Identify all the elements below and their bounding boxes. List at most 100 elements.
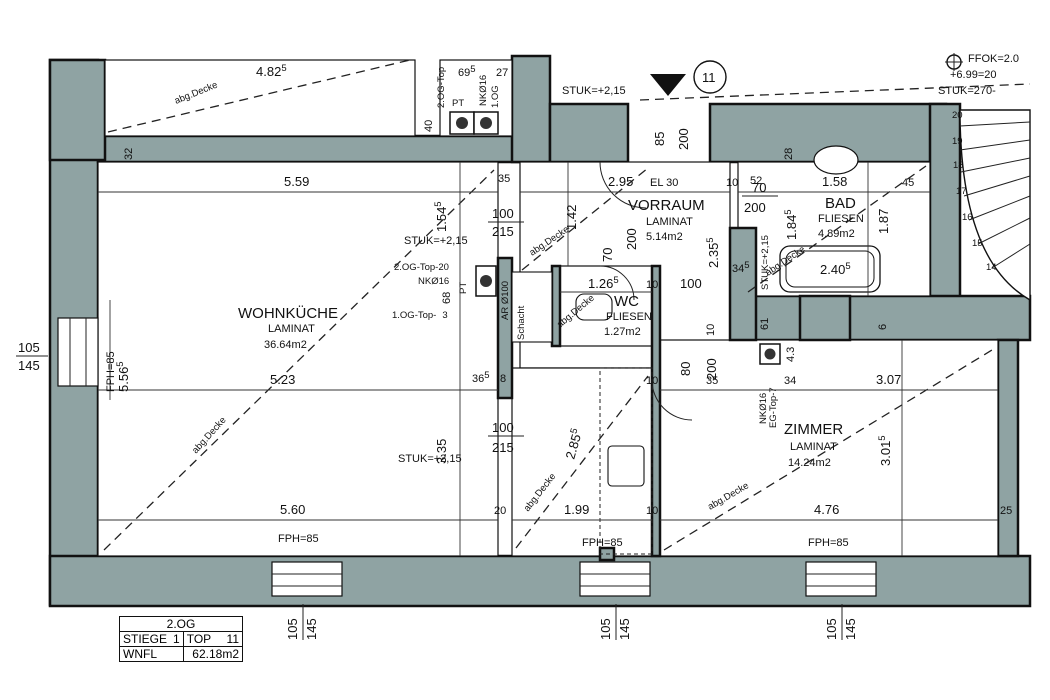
dim-door-200c: 200 [704,358,719,380]
dim-n36: 365 [472,370,490,385]
label-fph-kitchen: FPH=85 [278,533,319,545]
dim-335: 3.35 [434,439,449,464]
dim-126: 1.265 [588,275,619,291]
dim-n10a: 10 [646,279,658,291]
wall-top-mid [548,102,630,164]
wall-wc-left [550,264,562,348]
dim-158: 1.58 [822,174,847,189]
dim-n68: 68 [441,292,453,304]
kitchen-sink [607,445,645,487]
room-labels: WOHNKÜCHE LAMINAT 36.64m2 VORRAUM LAMINA… [238,195,864,469]
dim-307: 3.07 [876,372,901,387]
label-stuk-bad: STUK=+2,15 [760,235,771,290]
room-name-wohnkueche: WOHNKÜCHE [238,304,338,322]
windows [57,317,877,597]
dim-476: 4.76 [814,502,839,517]
room-floor-zimmer: LAMINAT [790,441,837,453]
fixtures [449,53,963,555]
dim-142: 1.42 [564,205,579,230]
dim-559: 5.59 [284,174,309,189]
dim-199: 1.99 [564,502,589,517]
room-name-vorraum: VORRAUM [628,197,705,214]
top-marker-circle [693,60,727,94]
label-ar: AR Ø100 [500,281,511,320]
room-area-vorraum: 5.14m2 [646,231,683,243]
dim-235: 2.355 [705,237,721,268]
stair-number: 14 [986,262,997,273]
win-b2-145: 145 [617,618,632,640]
dim-n10b: 10 [646,375,658,387]
dim-door-100b: 100 [492,420,514,435]
dim-295: 2.95 [608,174,633,189]
label-og-top-b: 1.OG [490,85,501,108]
dim-560: 5.60 [280,502,305,517]
dim-door-200e: 200 [744,200,766,215]
room-area-bad: 4.89m2 [818,228,855,240]
dim-240: 2.405 [820,261,851,277]
room-name-bad: BAD [825,195,856,212]
room-area-wc: 1.27m2 [604,326,641,338]
label-stuk-top: STUK=+2,15 [562,85,626,97]
window-left [57,317,99,387]
dim-556: 5.565 [115,361,131,392]
wall-top-upper [96,134,552,164]
door-swing-wc [599,265,635,301]
dim-door-100a: 100 [492,206,514,221]
window-bottom-2 [579,561,651,597]
label-ffok: FFOK=2.0 [968,53,1019,65]
stair-number: 16 [962,212,973,223]
label-nk16-2: NKØ16 [418,276,449,287]
win-b3-145: 145 [843,618,858,640]
washbasin-bad [813,145,859,175]
dim-184: 1.845 [783,209,799,240]
label-og-top3: 1.OG-Top-3 [392,310,448,321]
stair-number: 17 [956,186,967,197]
stair-number: 15 [972,238,983,249]
label-stuk-mid: STUK=+2,15 [398,453,462,465]
window-bottom-3 [805,561,877,597]
win-b3-105: 105 [824,618,839,640]
stair-number: 20 [952,110,963,121]
room-name-wc: WC [614,293,639,310]
label-stuk-right: STUK=270- [938,85,996,97]
win-b1-145: 145 [304,618,319,640]
label-stuk-left: STUK=+2,15 [404,235,468,247]
dim-door-200d: 200 [676,128,691,150]
dim-n10e: 10 [705,324,717,336]
dim-n52: 52 [750,175,762,187]
staircase [959,109,1031,302]
room-wohnkueche [97,161,499,557]
dimension-lines [98,162,998,556]
dim-n10d: 10 [726,177,738,189]
dim-n34a: 34 [784,375,796,387]
inner-walls [496,226,852,562]
room-area-zimmer: 14.24m2 [788,457,831,469]
dim-n35a: 35 [498,173,510,185]
label-og-top-a: 2.OG-Top [436,67,447,108]
dim-door-85: 85 [652,132,667,146]
dim-301: 3.015 [877,435,893,466]
room-area-wohnkueche: 36.64m2 [264,339,307,351]
dim-door-200a: 200 [624,228,639,250]
dim-top-482: 4.825 [256,63,287,79]
dim-n40: 40 [423,120,435,132]
dim-n34b: 345 [732,260,750,275]
dimension-labels: 4.825 5.59 5.23 5.60 2.95 1.58 45 3.07 4… [16,63,1012,640]
wall-vorraum-zimmer [728,226,758,342]
room-name-zimmer: ZIMMER [784,421,843,438]
dim-n20: 20 [494,505,506,517]
dim-523: 5.23 [270,372,295,387]
win-b2-105: 105 [598,618,613,640]
dim-n10c: 10 [646,505,658,517]
room-floor-wohnkueche: LAMINAT [268,323,315,335]
room-top-left [104,59,416,137]
dim-285: 2.855 [562,427,586,461]
dim-100-vorraum: 100 [680,276,702,291]
dim-45: 45 [902,177,914,189]
legend-wnfl-label: WNFL [119,646,184,662]
door-swing-vorraum [599,161,647,209]
legend-stiege: STIEGE 1 [119,631,184,647]
dim-door-215a: 215 [492,224,514,239]
dim-n61: 61 [759,318,771,330]
